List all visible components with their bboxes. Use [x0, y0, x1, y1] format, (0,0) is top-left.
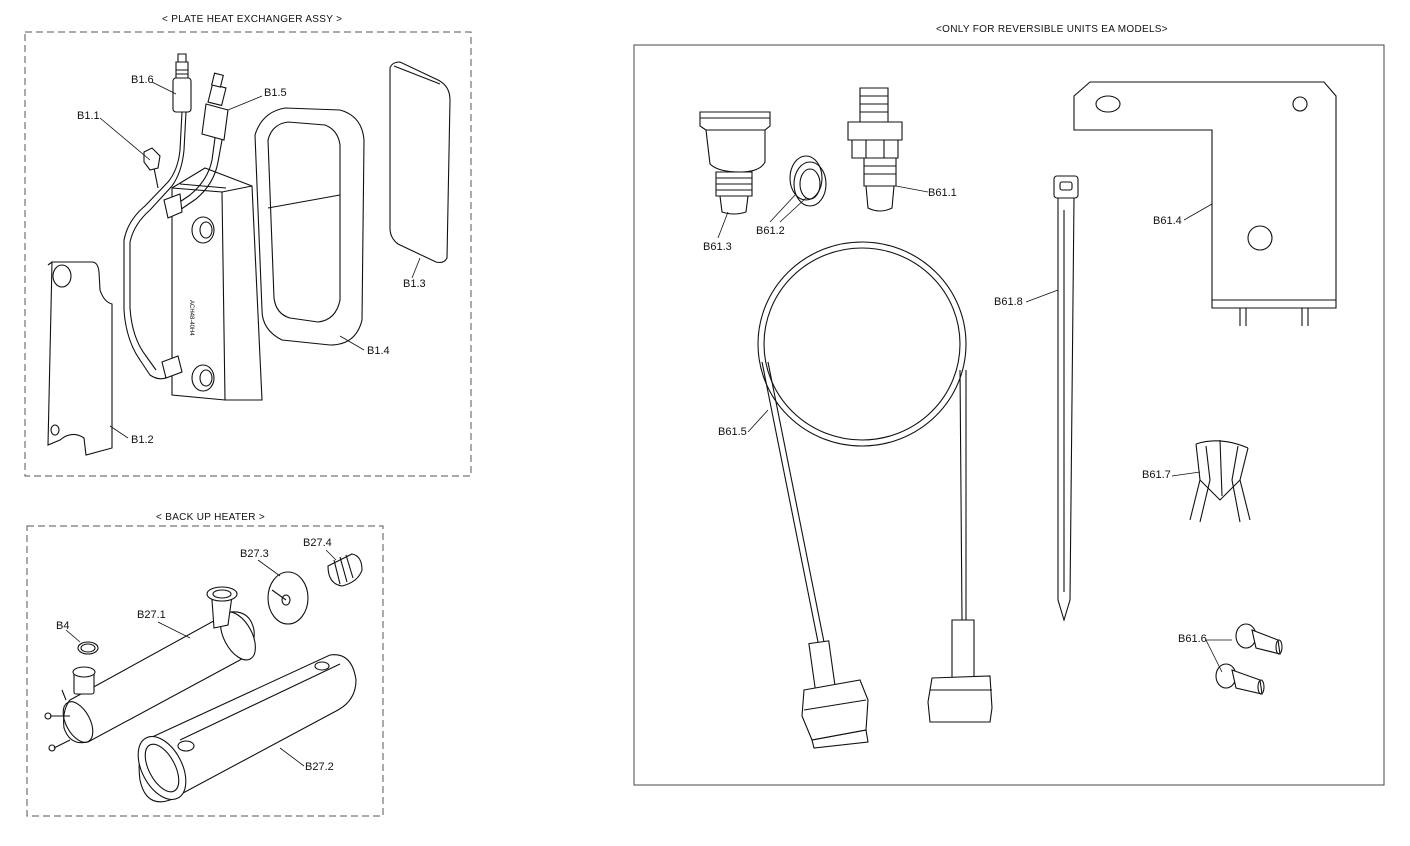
- leader-b61-4: [1184, 204, 1212, 220]
- part-b61-7-clip: [1190, 440, 1250, 522]
- part-b1-heat-exchanger-body: ACH48-40H4: [172, 168, 262, 400]
- part-b1-4-insulation-sleeve: [255, 108, 364, 345]
- part-label-b61-3: B61.3: [703, 241, 732, 253]
- part-label-b61-1: B61.1: [928, 187, 957, 199]
- part-label-b1-6: B1.6: [131, 74, 154, 86]
- part-b61-4-mounting-bracket: [1074, 82, 1336, 326]
- part-label-b27-3: B27.3: [240, 548, 269, 560]
- part-b1-2-bracket-plate: [48, 262, 112, 455]
- part-label-b4: B4: [56, 620, 70, 632]
- leader-b61-6: [1206, 640, 1232, 672]
- part-b61-3-fitting: [700, 112, 770, 214]
- leader-b1-4: [340, 336, 364, 350]
- leader-b27-3: [258, 560, 280, 576]
- leader-b27-2: [280, 748, 304, 766]
- leader-b1-3: [412, 258, 420, 278]
- leader-b1-1: [100, 118, 150, 160]
- part-label-b27-2: B27.2: [305, 761, 334, 773]
- leader-b61-8: [1026, 290, 1058, 302]
- part-label-b61-6: B61.6: [1178, 633, 1207, 645]
- leader-b1-2: [110, 426, 128, 438]
- part-label-b61-7: B61.7: [1142, 469, 1171, 481]
- part-b27-4-thermostat: [328, 554, 362, 586]
- part-b4-o-ring: [78, 642, 98, 654]
- part-label-b1-5: B1.5: [264, 87, 287, 99]
- part-label-b1-3: B1.3: [403, 278, 426, 290]
- reversible-units-frame: [634, 45, 1384, 785]
- leader-b4: [66, 630, 80, 642]
- part-label-b27-1: B27.1: [137, 609, 166, 621]
- leader-b61-5: [748, 410, 768, 432]
- part-label-b61-5: B61.5: [718, 426, 747, 438]
- part-label-b27-4: B27.4: [303, 537, 332, 549]
- section-title-back-up-heater: < BACK UP HEATER >: [152, 512, 269, 523]
- part-b1-pipes: [124, 112, 222, 379]
- part-b1-5-valve: [202, 73, 228, 140]
- part-label-b61-8: B61.8: [994, 296, 1023, 308]
- leader-b61-2: [770, 194, 806, 222]
- leader-b27-4: [326, 550, 336, 560]
- section-title-reversible-units: <ONLY FOR REVERSIBLE UNITS EA MODELS>: [932, 24, 1172, 35]
- part-label-b61-2: B61.2: [756, 225, 785, 237]
- part-b61-1-fitting: [848, 88, 902, 211]
- part-b27-1-heater-tube: [45, 587, 263, 751]
- leader-b61-7: [1172, 472, 1200, 476]
- part-label-b1-1: B1.1: [77, 110, 100, 122]
- part-b61-8-cable-tie: [1054, 176, 1078, 620]
- part-b1-3-cover-plate: [390, 62, 450, 263]
- part-b27-2-heater-jacket: [128, 655, 356, 808]
- part-b61-6-bolts: [1216, 624, 1282, 694]
- section-title-plate-heat-exchanger: < PLATE HEAT EXCHANGER ASSY >: [158, 14, 347, 25]
- part-b1-6-valve: [173, 54, 191, 112]
- svg-text:ACH48-40H4: ACH48-40H4: [188, 300, 194, 336]
- leader-b1-6: [152, 82, 176, 94]
- plate-heat-exchanger-frame: [25, 32, 471, 476]
- part-label-b1-4: B1.4: [367, 345, 390, 357]
- leader-b61-3: [718, 212, 728, 238]
- part-b1-1-sensor-clip: [144, 148, 160, 170]
- part-label-b1-2: B1.2: [131, 434, 154, 446]
- part-b61-5-capillary-tube: [758, 242, 992, 748]
- part-b61-2-o-rings: [790, 156, 826, 206]
- leader-b1-5: [228, 96, 262, 110]
- part-label-b61-4: B61.4: [1153, 215, 1182, 227]
- leader-b61-1: [896, 186, 928, 192]
- back-up-heater-frame: [27, 526, 383, 816]
- leader-b27-1: [158, 622, 190, 638]
- part-b27-3-washer: [268, 572, 308, 624]
